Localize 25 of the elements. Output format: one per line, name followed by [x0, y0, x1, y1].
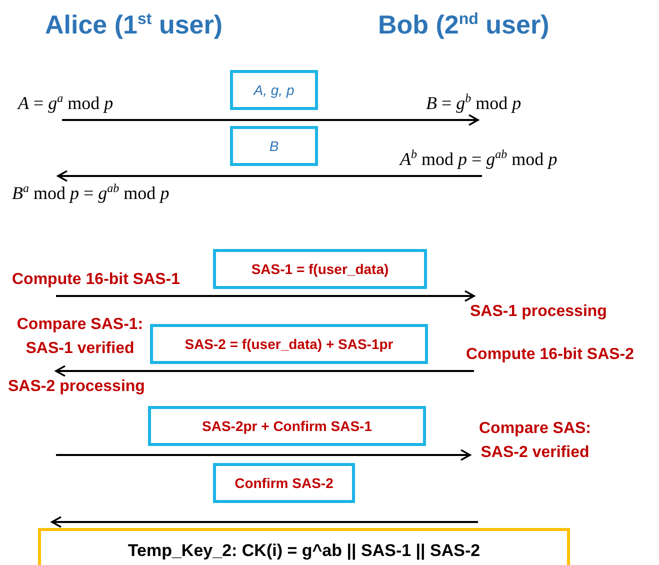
message-box: A, g, p	[230, 70, 318, 110]
step-note: SAS-1 processing	[470, 296, 607, 322]
message-box: SAS-2pr + Confirm SAS-1	[148, 406, 426, 446]
message-box: B	[230, 126, 318, 166]
step-note: SAS-2 processing	[8, 371, 145, 397]
participant-heading: Bob (2$^{nd}$ user)	[378, 8, 550, 41]
key-box: Temp_Key_2: CK(i) = g^ab || SAS-1 || SAS-2	[38, 528, 570, 565]
arrow	[57, 170, 482, 182]
arrow	[56, 290, 475, 302]
arrow	[51, 516, 478, 528]
step-note: Compute 16-bit SAS-2	[466, 345, 634, 371]
message-box: SAS-1 = f(user_data)	[213, 249, 427, 289]
arrow	[56, 449, 471, 461]
step-note: Compare SAS: SAS-2 verified	[460, 417, 610, 465]
formula: B = g$^{b}$ mod p	[426, 92, 522, 120]
message-box: SAS-2 = f(user_data) + SAS-1pr	[150, 324, 428, 364]
formula: A$^{b}$ mod p = g$^{ab}$ mod p	[400, 148, 558, 176]
formula: B$^{a}$ mod p = g$^{ab}$ mod p	[12, 176, 170, 204]
step-note: Compute 16-bit SAS-1	[12, 270, 180, 296]
formula: A = g$^{a}$ mod p	[18, 92, 114, 120]
participant-heading: Alice (1$^{st}$ user)	[45, 8, 223, 41]
arrow	[62, 114, 479, 126]
arrow	[55, 365, 474, 377]
step-note: Compare SAS-1: SAS-1 verified	[16, 315, 144, 359]
message-box: Confirm SAS-2	[213, 463, 355, 503]
